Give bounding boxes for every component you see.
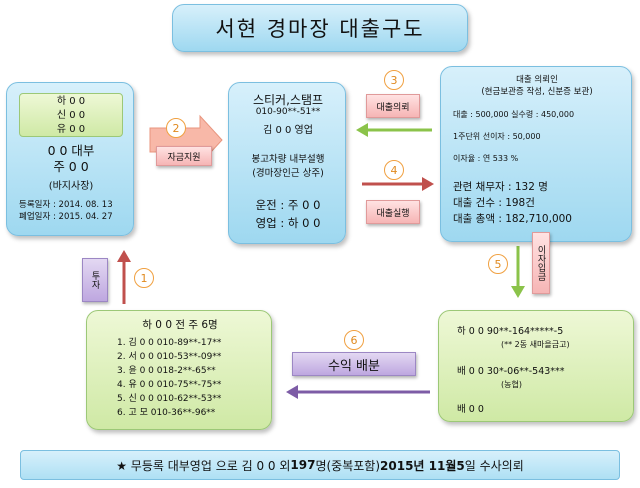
footer-prefix: ★ 무등록 대부영업 으로 김 0 0 외	[116, 458, 291, 473]
lender-owner: 주 0 0	[53, 159, 89, 174]
footer-note: ★ 무등록 대부영업 으로 김 0 0 외 197 명(중복포함) 2015년 …	[20, 450, 620, 480]
investor-item: 3. 윤 0 0 018-2**-65**	[117, 366, 216, 376]
step-5-badge: 5	[488, 254, 508, 274]
account-entry: 배 0 0 30*-06**-543***	[457, 366, 565, 377]
debtor-count: 관련 채무자 : 132 명	[453, 181, 548, 193]
footer-mid: 명(중복포함)	[315, 458, 381, 473]
deposit-label: 이자입금	[532, 232, 550, 294]
lender-member: 신 0 0	[56, 110, 86, 121]
step-4-badge: 4	[384, 160, 404, 180]
investor-item: 1. 김 0 0 010-89**-17**	[117, 338, 222, 348]
investor-item: 6. 고 모 010-36**-96**	[117, 408, 216, 418]
loan-amount: 대출 : 500,000 실수령 : 450,000	[453, 110, 575, 119]
invest-label: 투자	[82, 258, 108, 302]
interest-rate: 이자율 : 연 533 %	[453, 154, 519, 163]
account-entry: 하 0 0 90**-164*****-5	[457, 326, 564, 337]
lender-dates: 등록일자 : 2014. 08. 13 폐업일자 : 2015. 04. 27	[19, 199, 131, 223]
lender-members: 하 0 0 신 0 0 유 0 0	[19, 93, 123, 137]
investors-title: 하 0 0 전 주 6명	[142, 319, 218, 331]
fund-label: 자금지원	[156, 146, 212, 166]
loan-count: 대출 건수 : 198건	[453, 197, 535, 209]
reg-date: 등록일자 : 2014. 08. 13	[19, 200, 113, 210]
diagram-title: 서현 경마장 대출구도	[172, 4, 468, 52]
investor-item: 5. 신 0 0 010-62**-53**	[117, 394, 222, 404]
account-entry: 배 0 0	[457, 404, 484, 415]
title-text: 서현 경마장 대출구도	[215, 17, 425, 41]
loan-total: 대출 총액 : 182,710,000	[453, 213, 572, 225]
investors-box: 하 0 0 전 주 6명 1. 김 0 0 010-89**-17** 2. 서…	[86, 310, 272, 430]
account-bank: (** 2동 새마을금고)	[501, 340, 570, 349]
broker-phone: 010-90**-51**	[255, 107, 321, 117]
investor-item: 4. 유 0 0 010-75**-75**	[117, 380, 222, 390]
lender-name: 0 0 대부 주 0 0	[7, 143, 135, 175]
step-1-badge: 1	[134, 268, 154, 288]
borrower-heading: 대출 의뢰인	[516, 75, 558, 85]
pre-interest: 1주단위 선이자 : 50,000	[453, 132, 541, 141]
borrower-box: 대출 의뢰인 (현금보관증 작성, 신분증 보관) 대출 : 500,000 실…	[440, 66, 632, 242]
investor-item: 2. 서 0 0 010-53**-09**	[117, 352, 222, 362]
footer-date: 2015년 11월5	[380, 458, 465, 473]
close-date: 폐업일자 : 2015. 04. 27	[19, 212, 113, 222]
lender-ceo: (바지사장)	[48, 181, 94, 192]
step-3-badge: 3	[384, 70, 404, 90]
broker-hq2: (경마장인근 상주)	[252, 168, 324, 179]
broker-driver: 운전 : 주 0 0	[255, 198, 321, 212]
execute-label: 대출실행	[366, 200, 420, 224]
lender-member: 하 0 0	[56, 96, 86, 107]
profit-label: 수익 배분	[292, 352, 416, 376]
account-bank: (농협)	[501, 380, 522, 389]
step-2-badge: 2	[166, 118, 186, 138]
step-6-badge: 6	[344, 330, 364, 350]
lender-member: 유 0 0	[56, 124, 86, 135]
lender-company: 0 0 대부	[47, 143, 95, 158]
broker-title: 스티커,스탬프	[252, 93, 324, 107]
accounts-box: 하 0 0 90**-164*****-5 (** 2동 새마을금고) 배 0 …	[438, 310, 634, 422]
lender-box: 하 0 0 신 0 0 유 0 0 0 0 대부 주 0 0 (바지사장) 등록…	[6, 82, 134, 236]
broker-name: 김 0 0 영업	[263, 125, 313, 136]
request-label: 대출의뢰	[366, 94, 420, 118]
broker-box: 스티커,스탬프 010-90**-51** 김 0 0 영업 봉고차량 내부설행…	[228, 82, 346, 244]
footer-suffix: 일 수사의뢰	[464, 458, 524, 473]
footer-count: 197	[290, 458, 316, 472]
broker-hq: 봉고차량 내부설행	[251, 154, 325, 165]
broker-sales: 영업 : 하 0 0	[255, 216, 321, 230]
borrower-subheading: (현금보관증 작성, 신분증 보관)	[481, 87, 593, 97]
